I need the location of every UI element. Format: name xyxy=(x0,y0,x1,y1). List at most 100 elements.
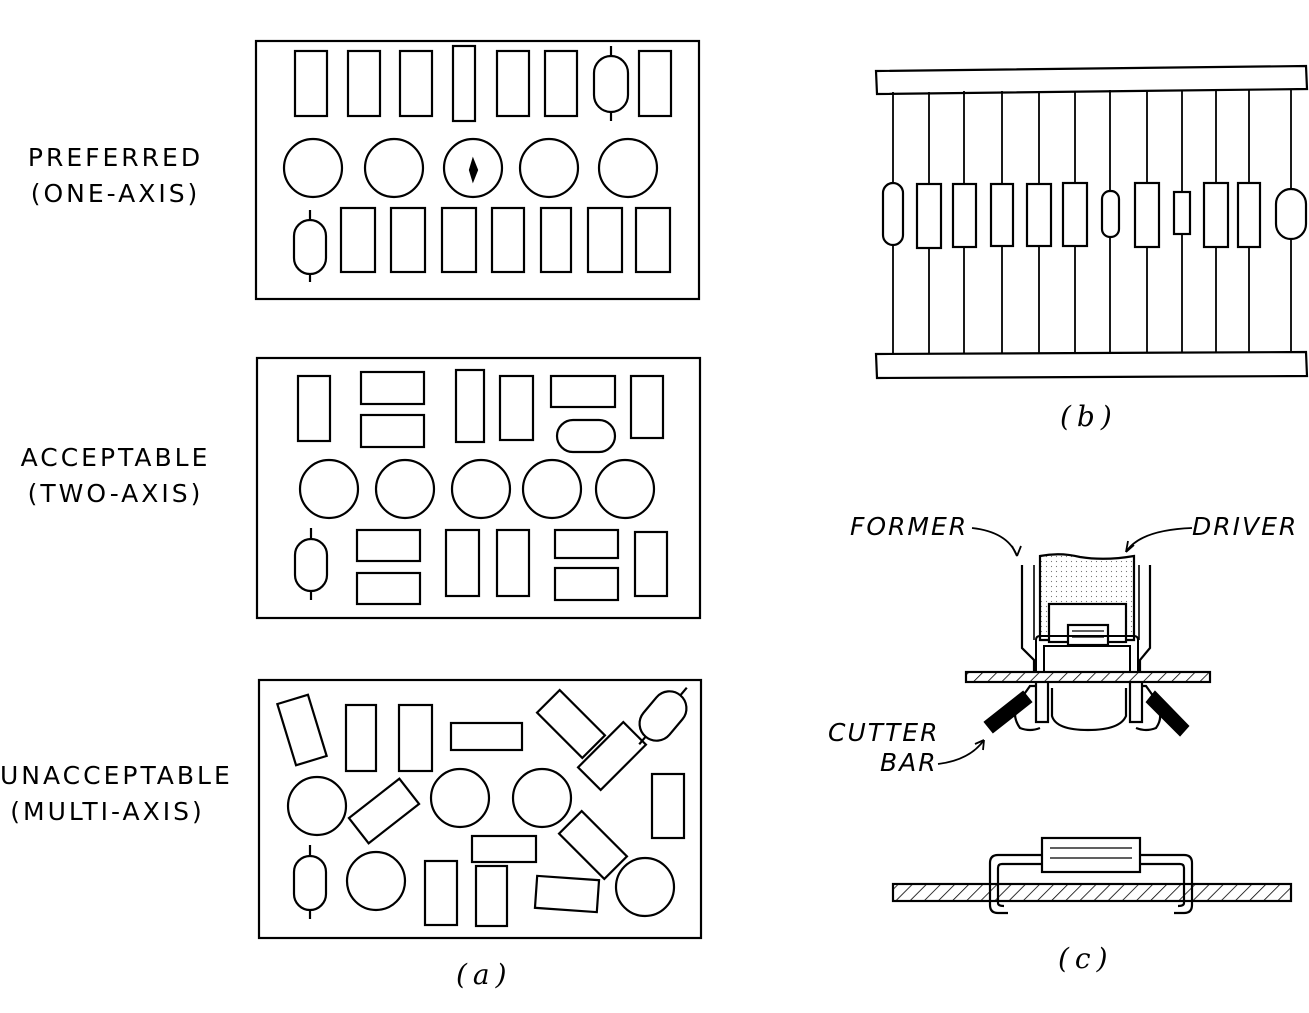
row-label-line1: ACCEPTABLE xyxy=(20,443,211,472)
component-rect xyxy=(498,374,535,442)
component-rect xyxy=(543,49,579,118)
taped-component xyxy=(989,182,1015,248)
component-rect xyxy=(634,206,672,274)
former-leader xyxy=(971,527,1018,557)
component-lead xyxy=(1035,635,1139,672)
caption-c: (c) xyxy=(1058,942,1114,975)
tape-strip-bottom xyxy=(874,350,1309,380)
component-rect xyxy=(275,693,329,767)
component-body xyxy=(1040,836,1142,874)
component-circle xyxy=(363,137,425,199)
component-rect xyxy=(470,834,538,864)
component-rect xyxy=(474,864,509,928)
cutter-label-line1: CUTTER xyxy=(828,718,940,747)
taped-component xyxy=(1236,181,1262,249)
row-label-line1: PREFERRED xyxy=(27,143,204,172)
former-label: FORMER xyxy=(850,512,969,541)
component-rect xyxy=(359,370,426,406)
component-rect xyxy=(535,688,607,760)
tape-strip-top xyxy=(874,64,1309,96)
component-circle xyxy=(286,775,348,837)
component-rect xyxy=(586,206,624,274)
clinched-lead xyxy=(1140,853,1194,915)
component-rect xyxy=(553,528,620,560)
component-axial xyxy=(638,686,688,746)
component-rect xyxy=(398,49,434,118)
caption-b: (b) xyxy=(1060,400,1118,433)
component-rect xyxy=(637,49,673,118)
taped-component xyxy=(915,182,943,250)
component-rect xyxy=(576,720,648,792)
component-circle xyxy=(298,458,360,520)
row-label-line1: UNACCEPTABLE xyxy=(0,761,233,790)
cutter-bar xyxy=(1145,690,1190,737)
taped-components xyxy=(874,64,1309,380)
row-label-preferred: PREFERRED (ONE-AXIS) xyxy=(8,140,223,212)
component-rect xyxy=(650,772,686,840)
taped-component xyxy=(1274,187,1308,241)
taped-component xyxy=(881,181,905,247)
former xyxy=(1020,565,1036,673)
taped-component xyxy=(1133,181,1161,249)
taped-component xyxy=(1172,190,1192,236)
component-rect xyxy=(346,49,382,118)
board-outline xyxy=(254,39,701,301)
cutter-bar xyxy=(983,690,1033,734)
row-label-acceptable: ACCEPTABLE (TWO-AXIS) xyxy=(8,440,223,512)
component-axial xyxy=(292,210,328,282)
driver-leader xyxy=(1125,527,1193,553)
component-rect xyxy=(490,206,526,274)
component-rect xyxy=(633,530,669,598)
caption-a: (a) xyxy=(456,958,513,991)
taped-component xyxy=(1100,189,1121,239)
component-rect xyxy=(296,374,332,443)
component-circle xyxy=(597,137,659,199)
component-rect xyxy=(339,206,377,274)
clinched-component xyxy=(891,836,1293,915)
component-rect xyxy=(293,49,329,118)
component-rect xyxy=(389,206,427,274)
component-rect xyxy=(495,49,531,118)
component-circle xyxy=(429,767,491,829)
component-circle xyxy=(521,458,583,520)
board-preferred xyxy=(254,39,701,301)
component-rect xyxy=(553,566,620,602)
component-rect xyxy=(347,777,421,845)
component-rect xyxy=(629,374,665,440)
component-rect xyxy=(533,874,601,914)
insertion-head xyxy=(937,527,1212,765)
board-acceptable xyxy=(255,356,702,620)
component-rect xyxy=(539,206,573,274)
driver-label: DRIVER xyxy=(1192,512,1299,541)
board-outline xyxy=(257,678,703,940)
row-label-line2: (MULTI-AXIS) xyxy=(10,797,205,826)
board-outline xyxy=(255,356,702,620)
component-rect xyxy=(397,703,434,773)
component-rect xyxy=(355,528,422,563)
component-rect xyxy=(557,809,629,881)
cutter-bar-label: CUTTER BAR xyxy=(828,718,939,778)
taped-component xyxy=(1202,181,1230,249)
component-circle xyxy=(518,137,580,199)
cutter-leader xyxy=(937,739,985,765)
component-rect xyxy=(549,374,617,409)
component-rect xyxy=(344,703,378,773)
clinched-lead xyxy=(988,853,1042,915)
component-rect xyxy=(440,206,478,274)
pc-board xyxy=(964,670,1212,684)
component-pill xyxy=(555,418,617,454)
component-rect xyxy=(355,571,422,606)
row-label-line2: (ONE-AXIS) xyxy=(30,179,201,208)
taped-component xyxy=(1025,182,1053,248)
component-rect xyxy=(449,721,524,752)
component-circle xyxy=(282,137,344,199)
component-circle xyxy=(345,850,407,912)
cutter-label-line2: BAR xyxy=(880,748,938,777)
component-rect xyxy=(359,413,426,449)
component-rect xyxy=(423,859,459,927)
component-dot xyxy=(468,156,479,184)
component-axial xyxy=(293,528,329,600)
former xyxy=(1138,565,1152,673)
pc-board xyxy=(891,882,1293,903)
